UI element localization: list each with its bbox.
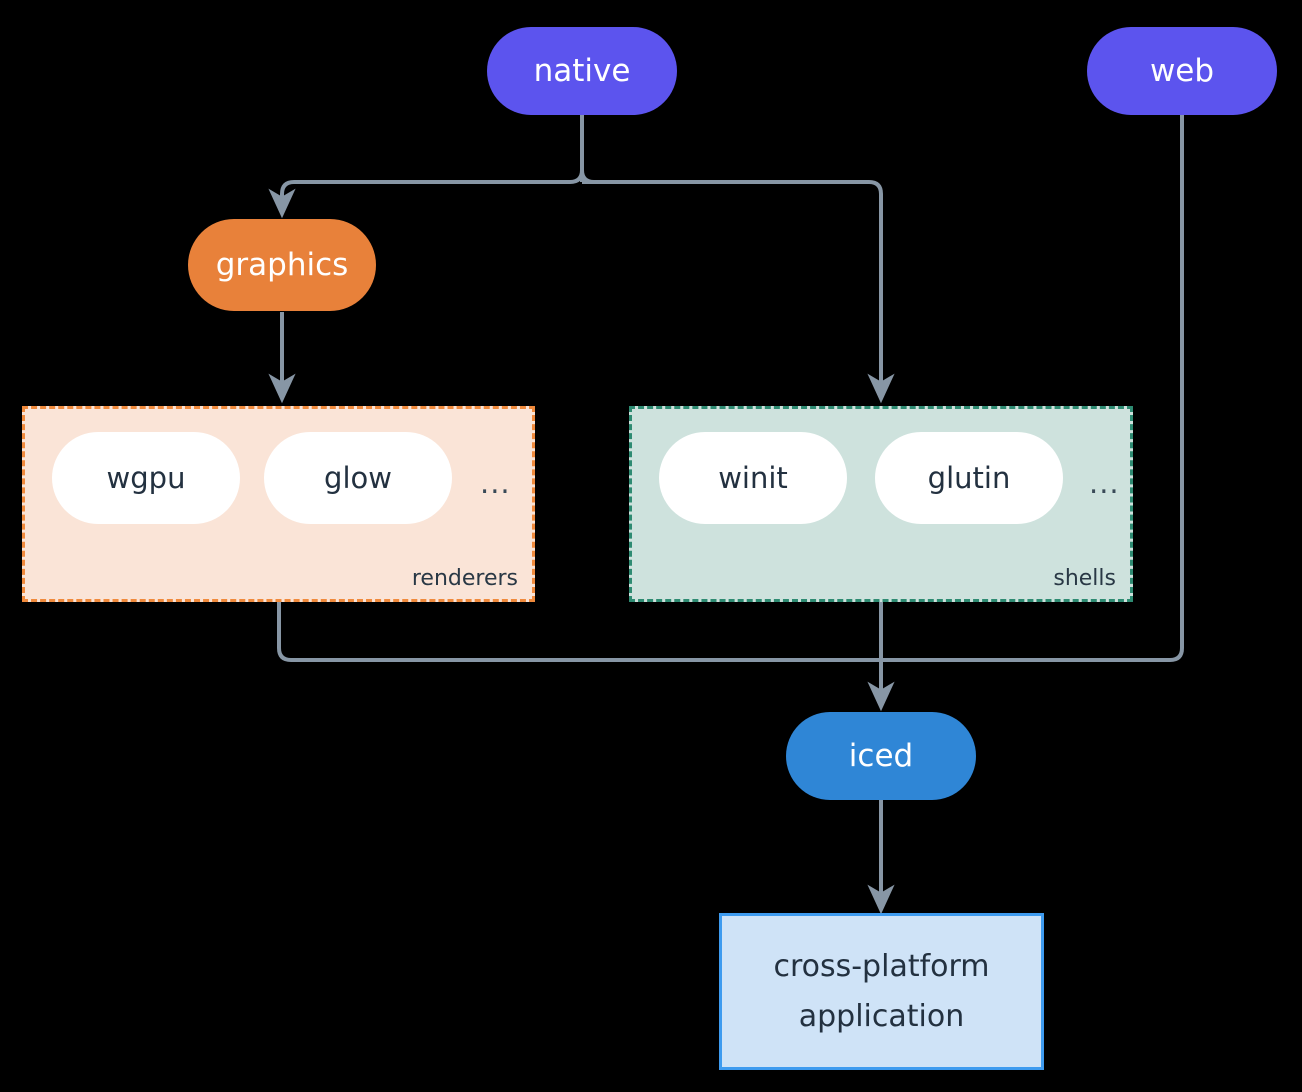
node-iced-label: iced bbox=[848, 738, 914, 774]
group-renderers-label: renderers bbox=[411, 566, 518, 591]
edge-native-to-shells bbox=[582, 180, 895, 404]
group-renderers: wgpu glow ... renderers bbox=[22, 406, 535, 602]
leaf-pill-glutin-label: glutin bbox=[927, 461, 1011, 495]
group-shells: winit glutin ... shells bbox=[629, 406, 1133, 602]
node-web[interactable]: web bbox=[1087, 27, 1277, 115]
leaf-pill-winit[interactable]: winit bbox=[659, 432, 847, 524]
leaf-pill-wgpu[interactable]: wgpu bbox=[52, 432, 240, 524]
node-graphics[interactable]: graphics bbox=[188, 219, 376, 311]
leaf-pill-wgpu-label: wgpu bbox=[106, 461, 186, 495]
node-application-line2: application bbox=[798, 998, 965, 1034]
leaf-pill-winit-label: winit bbox=[718, 461, 788, 495]
node-native[interactable]: native bbox=[487, 27, 677, 115]
node-web-label: web bbox=[1149, 53, 1215, 89]
renderers-overflow-ellipsis: ... bbox=[480, 466, 511, 500]
group-shells-label: shells bbox=[1053, 566, 1116, 591]
leaf-pill-glow[interactable]: glow bbox=[264, 432, 452, 524]
edge-renderers-to-iced bbox=[277, 602, 881, 662]
node-application-line1: cross-platform bbox=[773, 949, 990, 984]
node-iced[interactable]: iced bbox=[786, 712, 976, 800]
edge-native-bus bbox=[580, 113, 595, 184]
node-native-label: native bbox=[533, 53, 631, 89]
leaf-pill-glutin[interactable]: glutin bbox=[875, 432, 1063, 524]
shells-overflow-ellipsis: ... bbox=[1089, 466, 1120, 500]
leaf-pill-glow-label: glow bbox=[324, 461, 392, 495]
node-application[interactable]: cross-platform application bbox=[719, 913, 1044, 1070]
edge-native-to-graphics bbox=[268, 169, 584, 219]
node-graphics-label: graphics bbox=[215, 247, 349, 283]
